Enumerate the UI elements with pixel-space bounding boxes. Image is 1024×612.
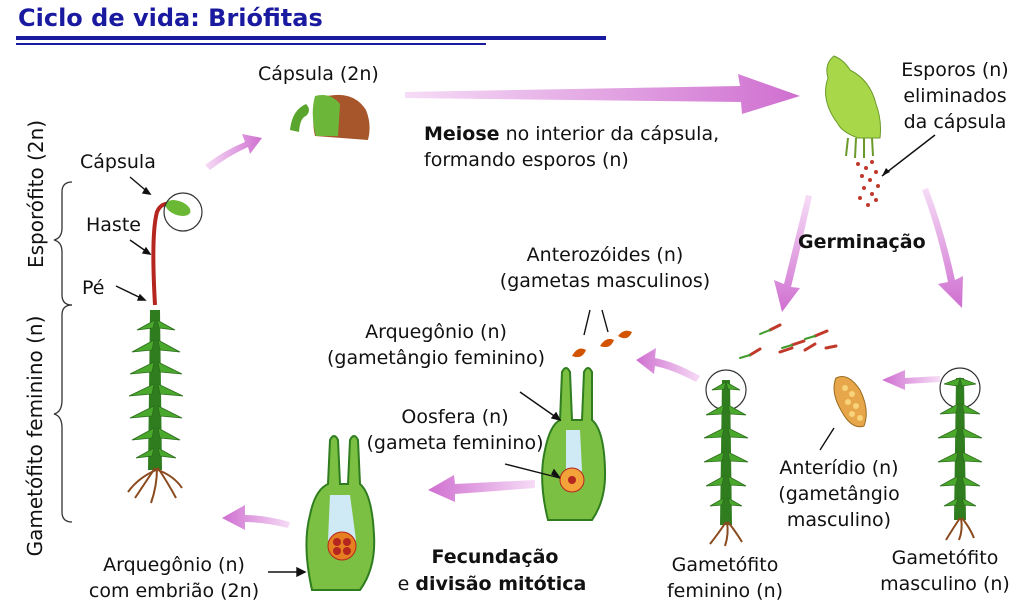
arrow-to-anteridium (882, 370, 940, 390)
antheridium (819, 376, 867, 451)
label-germinacao: Germinação (798, 231, 926, 253)
label-esporos-2: eliminados (903, 85, 1007, 107)
label-arq-emb-1: Arquegônio (n) (103, 554, 245, 576)
open-capsule-spores (825, 55, 936, 207)
label-anterozoides-2: (gametas masculinos) (499, 270, 711, 292)
arrow-germination-left (774, 195, 812, 312)
label-fecundacao: Fecundação (380, 545, 610, 569)
capsule-illustration (290, 94, 370, 140)
label-gam-masc-2: masculino (n) (880, 573, 1010, 595)
archegonium-embryo (305, 435, 376, 591)
arrow-to-capsule (205, 134, 262, 170)
arrow-to-adult (222, 505, 290, 530)
gametophyte-bracket (53, 304, 73, 523)
label-gam-fem-2: feminino (n) (666, 580, 784, 602)
label-anteridio-3: masculino) (786, 509, 892, 531)
title-underline (16, 36, 606, 45)
label-esporos-3: da cápsula (903, 111, 1007, 133)
arrow-germination-right (922, 188, 963, 308)
fecund-bold: Fecundação (431, 546, 559, 568)
meiosis-text: Meiose no interior da cápsula, (424, 122, 719, 146)
label-divisao: e divisão mitótica (372, 572, 612, 596)
label-capsula: Cápsula (80, 151, 156, 173)
germinating-spores-green (739, 329, 816, 359)
label-anterozoides-1: Anterozóides (n) (526, 244, 684, 266)
meiosis-line1: no interior da cápsula, (499, 123, 720, 145)
label-pe: Pé (82, 277, 105, 299)
label-haste: Haste (86, 214, 141, 236)
label-gam-masc-1: Gametófito (891, 547, 999, 569)
archegonium-pointers (504, 391, 562, 479)
label-capsula-2n: Cápsula (2n) (258, 63, 379, 85)
page-title: Ciclo de vida: Briófitas (18, 4, 323, 32)
label-gam-fem-1: Gametófito (671, 554, 779, 576)
germinating-spores (748, 323, 838, 357)
arrow-fecundation (428, 475, 535, 502)
male-gametophyte-plant (937, 367, 983, 541)
label-anteridio-1: Anterídio (n) (779, 457, 899, 479)
arrow-to-archegonium (636, 348, 700, 382)
arrow-meiosis (405, 74, 800, 114)
label-arquegonio-2: (gametângio feminino) (326, 347, 546, 369)
label-arq-emb-2: com embrião (2n) (88, 580, 260, 602)
sporophyte-bracket (53, 181, 73, 306)
female-gametophyte-side-label: Gametófito feminino (n) (23, 315, 47, 557)
left-pointers (115, 176, 152, 301)
label-oosfera-2: (gameta feminino) (366, 432, 544, 454)
label-anteridio-2: (gametângio (778, 483, 900, 505)
antherozoids (572, 309, 632, 358)
label-oosfera-1: Oosfera (n) (401, 406, 509, 428)
label-arquegonio-1: Arquegônio (n) (365, 321, 507, 343)
embryo-pointer (268, 566, 307, 578)
label-esporos-1: Esporos (n) (901, 59, 1009, 81)
meiosis-line2: formando esporos (n) (424, 149, 629, 171)
archegonium-egg (541, 367, 607, 521)
meiosis-bold: Meiose (424, 123, 500, 145)
divisao-bold: divisão mitótica (415, 573, 587, 595)
fecund-e: e (397, 573, 416, 595)
sporophyte-side-label: Esporófito (2n) (24, 119, 48, 268)
moss-plant-sporophyte (127, 192, 203, 504)
female-gametophyte-plant (703, 369, 749, 547)
